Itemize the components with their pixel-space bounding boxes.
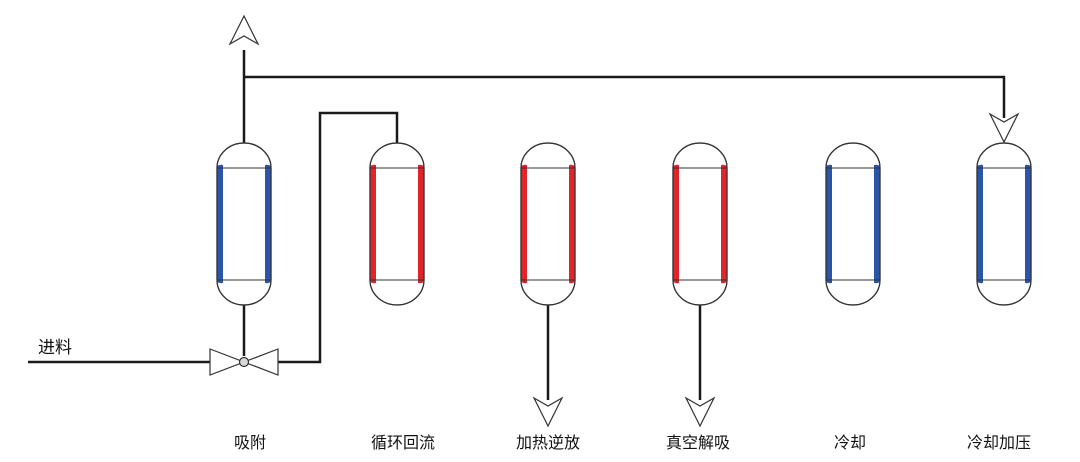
column-5 — [825, 142, 881, 306]
stage-label: 加热逆放 — [516, 433, 580, 452]
column-outline — [520, 142, 576, 306]
column-band-right — [569, 164, 575, 284]
column-vessel — [369, 142, 425, 306]
stage-label: 冷却 — [834, 433, 866, 452]
column-band-right — [1025, 164, 1031, 284]
column-band-left — [521, 164, 527, 284]
column-outline — [976, 142, 1032, 306]
column-vessel — [976, 142, 1032, 306]
column-group — [216, 142, 1032, 306]
column-band-left — [673, 164, 679, 284]
column-4 — [672, 142, 728, 306]
valve-body-right — [242, 348, 279, 376]
stage-label: 循环回流 — [371, 433, 435, 452]
feed-label: 进料 — [38, 338, 72, 358]
column-band-left — [826, 164, 832, 284]
column-outline — [216, 142, 272, 306]
stage-label: 吸附 — [234, 433, 266, 452]
vacuum-arrow — [684, 396, 716, 428]
column-band-left — [370, 164, 376, 284]
three-way-valve — [209, 348, 279, 376]
column-band-right — [874, 164, 880, 284]
column-band-left — [217, 164, 223, 284]
valve-body-left — [209, 348, 246, 376]
stage-label: 真空解吸 — [666, 433, 730, 452]
column-outline — [369, 142, 425, 306]
column-vessel — [672, 142, 728, 306]
product-outlet-arrow — [228, 14, 260, 46]
piping — [28, 50, 1006, 400]
arrows — [228, 14, 1020, 428]
column-1 — [216, 142, 272, 306]
column-2 — [369, 142, 425, 306]
pressurization-line — [244, 75, 1006, 118]
column-outline — [825, 142, 881, 306]
stage-label: 冷却加压 — [967, 433, 1031, 452]
column-vessel — [825, 142, 881, 306]
pressurization-arrow — [988, 112, 1020, 144]
column-band-left — [977, 164, 983, 284]
valve-stem — [238, 356, 250, 368]
stage-label-group: 吸附 循环回流 加热逆放 真空解吸 冷却 冷却加压 — [234, 433, 1031, 452]
column-band-right — [721, 164, 727, 284]
depressurization-arrow — [532, 396, 564, 428]
column-band-right — [265, 164, 271, 284]
column-outline — [672, 142, 728, 306]
column-band-right — [418, 164, 424, 284]
column-vessel — [216, 142, 272, 306]
column-vessel — [520, 142, 576, 306]
column-6 — [976, 142, 1032, 306]
column-3 — [520, 142, 576, 306]
recycle-line — [262, 111, 399, 364]
